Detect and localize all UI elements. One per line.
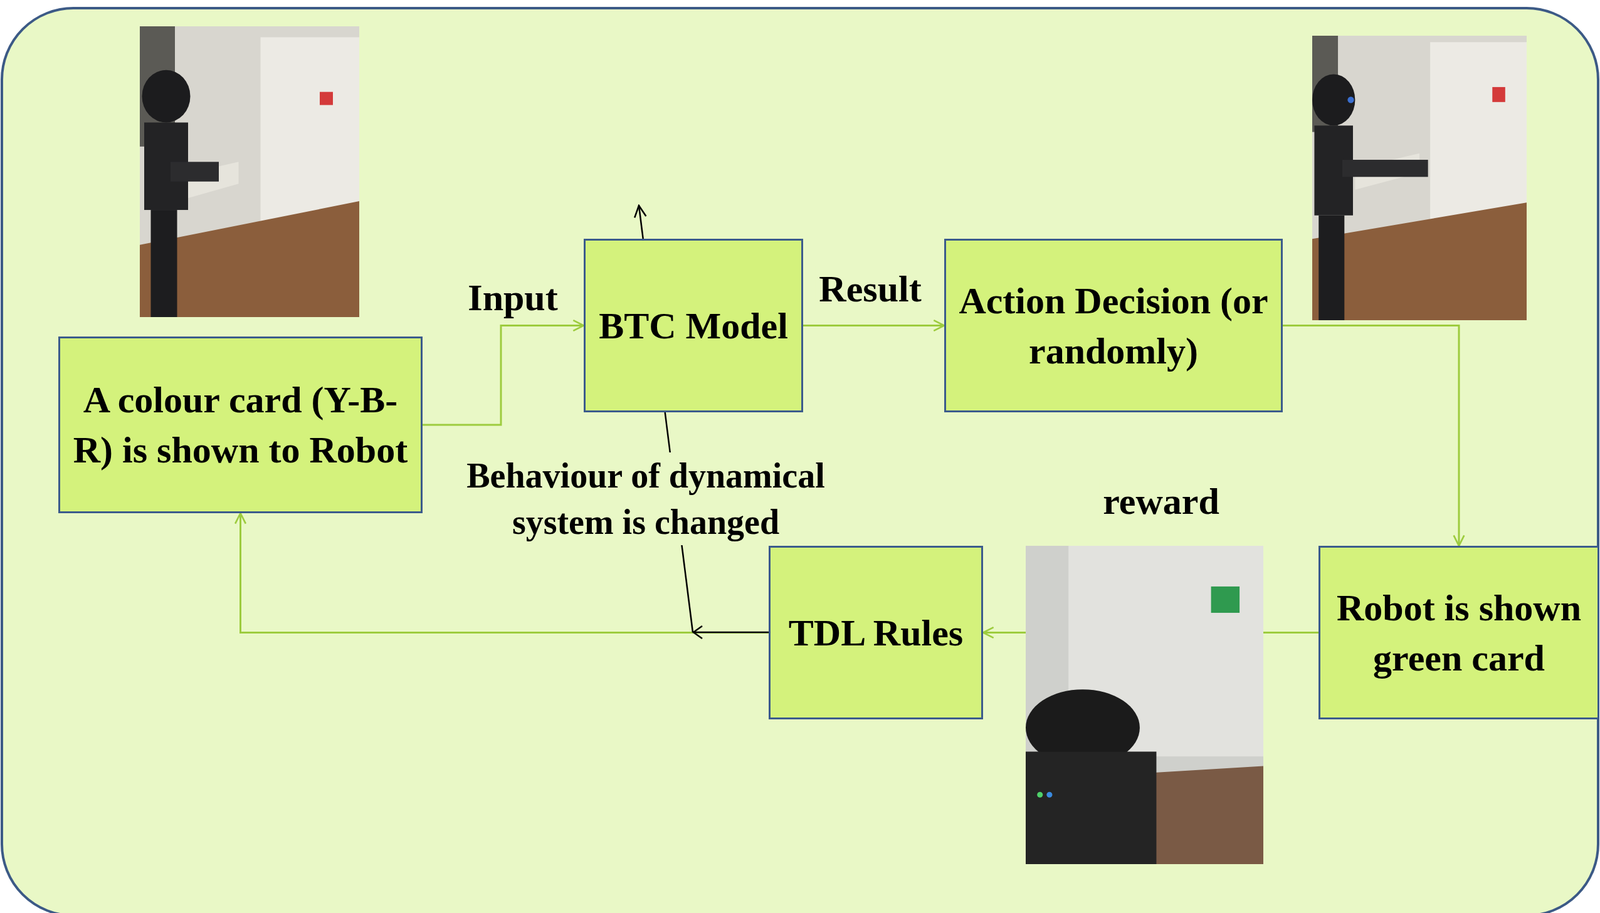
robot-photo: [139, 26, 360, 318]
influence-line: [692, 631, 769, 634]
note-label: Behaviour of dynamical system is changed: [426, 452, 866, 546]
green-card: [1211, 586, 1240, 614]
robot-leg: [151, 210, 178, 318]
flow-arrow: [1282, 326, 1459, 547]
process-box: A colour card (Y-B-R) is shown to Robot: [58, 336, 423, 514]
paper-sheet: [1430, 42, 1527, 224]
robot-head: [142, 70, 191, 123]
edge-label: reward: [1099, 478, 1224, 525]
box-text: A colour card (Y-B-R) is shown to Robot: [71, 374, 410, 476]
process-box: Action Decision (or randomly): [944, 238, 1283, 413]
floor: [1312, 202, 1527, 321]
flow-arrow: [803, 324, 945, 327]
edge-label: Input: [463, 275, 562, 321]
robot-eye: [1347, 96, 1354, 103]
robot-photo: [1025, 546, 1264, 865]
process-box: Robot is shown green card: [1318, 546, 1600, 720]
red-card: [1492, 87, 1506, 103]
robot-arm: [1342, 159, 1429, 177]
robot-led: [1046, 792, 1053, 799]
flow-arrow: [422, 326, 584, 426]
box-text: Robot is shown green card: [1331, 583, 1587, 684]
wall: [1025, 546, 1264, 865]
robot-led: [1036, 792, 1043, 799]
box-text: Action Decision (or randomly): [957, 275, 1270, 377]
process-box: TDL Rules: [768, 546, 984, 720]
floor: [139, 201, 360, 318]
box-text: BTC Model: [598, 300, 789, 352]
wall: [139, 26, 360, 318]
robot-photo: [1312, 35, 1527, 321]
edge-label: Result: [815, 266, 925, 312]
influence-head: [693, 626, 703, 639]
wall: [1312, 35, 1527, 321]
robot-body: [1025, 751, 1157, 865]
robot-head: [1312, 73, 1355, 126]
red-card: [319, 92, 333, 106]
process-box: BTC Model: [583, 238, 804, 413]
robot-leg: [1318, 215, 1345, 321]
box-text: TDL Rules: [788, 608, 964, 659]
robot-arm: [170, 161, 219, 182]
panel-ground: [1, 8, 1599, 913]
